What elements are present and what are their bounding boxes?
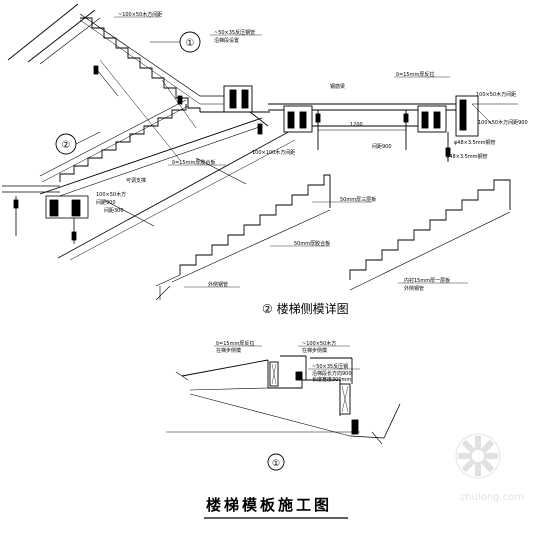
note-det-2: ~100×50木方 [302, 340, 336, 347]
side-form-steps-right [349, 179, 511, 280]
side-annotations: 50mm厚三层板 50mm厚胶合板 外侧钢管 内衬15mm厚一层板 外侧钢管 [184, 196, 468, 292]
side-form-detail-left [155, 174, 331, 301]
lower-flight-steps [59, 104, 187, 182]
note-lower-3: 可调支撑 [126, 177, 146, 184]
upper-annotations: ~100×50木方间距 ~50×35反压钢管 沿梯段设置 钢筋梁 1200 δ=… [96, 11, 528, 214]
note-lower-1: 100×50木方 [96, 191, 126, 198]
upper-landing [268, 95, 518, 162]
watermark-logo [455, 433, 501, 479]
note-det-4: ~50×35反压钢 [312, 363, 348, 370]
note-side-1: 50mm厚三层板 [340, 196, 376, 203]
note-top-3: 沿梯段设置 [214, 37, 239, 44]
note-lower-2: 间距900 [96, 199, 116, 206]
note-side-3: 外侧钢管 [208, 281, 228, 288]
watermark: zhulong.com [455, 433, 524, 503]
watermark-text: zhulong.com [460, 492, 524, 503]
upper-flight-steps [80, 17, 201, 112]
mid-landing [200, 85, 270, 127]
note-side-5: 外侧钢管 [404, 285, 424, 292]
callout-2-left: ② [55, 131, 101, 155]
note-landing-span: 1200 [350, 122, 363, 128]
callout-1-detail-label: ① [272, 459, 280, 469]
detail-1 [166, 355, 401, 445]
subtitle: ② 楼梯侧模详图 [262, 301, 349, 316]
bottom-support [2, 185, 89, 244]
lower-flight [39, 99, 296, 261]
note-det-6: 长度宽度300mm [312, 376, 351, 383]
drawing-title: 楼梯模板施工图 [206, 496, 332, 514]
upper-flight-board [27, 9, 96, 63]
note-mid-2: 100×100木方间距 [252, 149, 295, 156]
note-side-4: 内衬15mm厚一层板 [404, 277, 450, 284]
note-right-3: 100×50木方间距900 [478, 119, 528, 126]
callout-1-top: ① [150, 31, 201, 53]
note-lower-4: 间距300 [104, 207, 124, 214]
note-side-2: 50mm厚胶合板 [294, 240, 330, 247]
note-top-1: ~100×50木方间距 [118, 11, 162, 18]
note-mid-1: δ=15mm厚胶合板 [172, 159, 215, 166]
callout-1-top-label: ① [186, 38, 195, 49]
note-det-3: 在梯步侧模 [216, 347, 241, 354]
upper-flight-soffit [7, 3, 79, 61]
detail-1-annotations: δ=15mm厚反拉 在梯步侧模 ~100×50木方 在梯步侧模 ~50×35反压… [214, 340, 360, 383]
callout-2-left-label: ② [62, 140, 71, 151]
note-right-5: 间距900 [372, 143, 392, 150]
note-det-3b: 在梯步侧模 [302, 347, 327, 354]
upper-flight [7, 3, 232, 161]
note-det-5: 沿梯段长方向900 [312, 370, 352, 377]
note-right-6: φ48×3.5mm钢管 [446, 153, 488, 160]
note-top-2: ~50×35反压钢管 [214, 29, 255, 36]
note-right-2: 100×50木方间距 [476, 91, 516, 98]
side-form-detail-right [349, 179, 511, 291]
note-right-1: δ=15mm厚反拉 [396, 71, 434, 78]
callout-1-detail: ① [267, 453, 285, 471]
note-right-4: φ48×3.5mm钢管 [454, 139, 496, 146]
note-landing-beam: 钢筋梁 [330, 83, 345, 90]
note-det-1: δ=15mm厚反拉 [216, 340, 254, 347]
lower-flight-soffit [39, 117, 263, 195]
side-form-steps-left [179, 174, 331, 275]
